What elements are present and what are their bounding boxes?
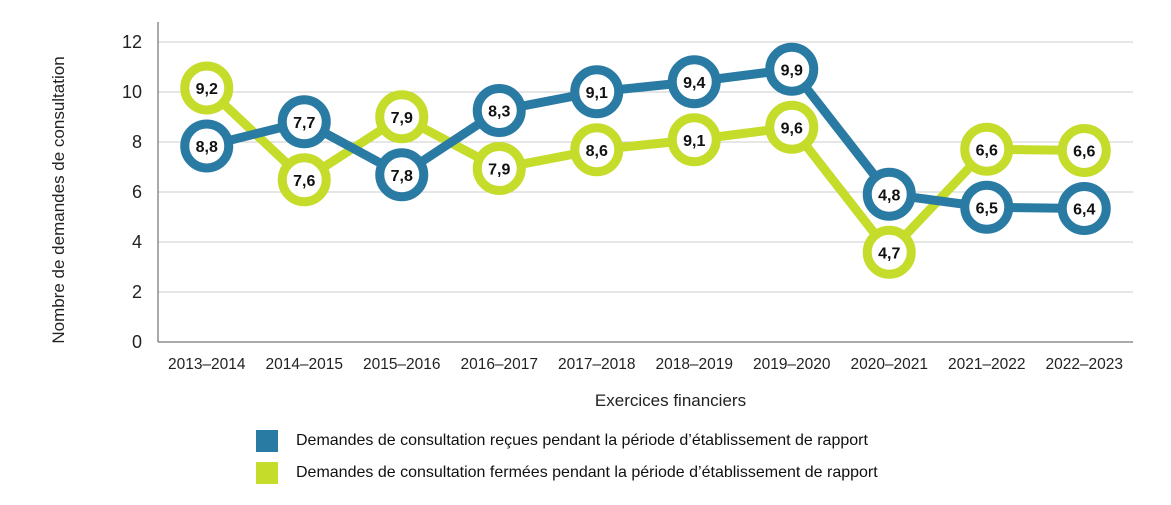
legend-label: Demandes de consultation reçues pendant … xyxy=(296,432,868,449)
y-tick-label: 6 xyxy=(132,182,142,202)
data-label: 6,5 xyxy=(976,200,998,217)
data-label: 8,6 xyxy=(586,143,608,160)
data-point xyxy=(472,84,526,137)
data-point xyxy=(1057,124,1111,177)
data-point xyxy=(472,142,526,195)
data-point xyxy=(862,225,916,279)
legend-item-received: Demandes de consultation reçues pendant … xyxy=(256,430,868,452)
data-point xyxy=(375,90,429,144)
legend-item-closed: Demandes de consultation fermées pendant… xyxy=(256,462,878,484)
y-tick-label: 10 xyxy=(122,82,142,102)
legend-swatch xyxy=(256,430,278,452)
data-label: 7,8 xyxy=(391,168,413,185)
data-label: 7,7 xyxy=(293,115,315,132)
x-tick-label: 2019–2020 xyxy=(753,356,831,373)
x-tick-label: 2022–2023 xyxy=(1045,356,1123,373)
data-point xyxy=(180,119,234,173)
y-tick-label: 0 xyxy=(132,332,142,352)
data-label: 6,6 xyxy=(1073,144,1095,161)
legend-label: Demandes de consultation fermées pendant… xyxy=(296,464,878,481)
data-label: 7,9 xyxy=(488,162,510,179)
x-axis-title: Exercices financiers xyxy=(595,391,746,410)
data-label: 9,2 xyxy=(196,81,218,98)
x-tick-label: 2013–2014 xyxy=(168,356,246,373)
series-line xyxy=(205,64,1085,213)
data-label: 9,6 xyxy=(781,120,803,137)
legend-swatch xyxy=(256,462,278,484)
series-line xyxy=(203,84,1085,260)
data-point xyxy=(667,113,721,167)
data-point xyxy=(862,167,916,221)
data-label: 6,4 xyxy=(1073,202,1095,219)
data-point xyxy=(765,100,819,154)
y-tick-label: 8 xyxy=(132,132,142,152)
data-label: 8,3 xyxy=(488,104,510,121)
data-point xyxy=(375,148,429,202)
x-tick-label: 2017–2018 xyxy=(558,356,636,373)
data-label: 9,4 xyxy=(683,75,705,92)
data-point xyxy=(960,122,1014,176)
data-point xyxy=(277,153,331,207)
x-tick-label: 2021–2022 xyxy=(948,356,1026,373)
x-tick-label: 2014–2015 xyxy=(265,356,343,373)
data-label: 8,8 xyxy=(196,139,218,156)
data-point xyxy=(180,61,234,115)
x-tick-label: 2020–2021 xyxy=(850,356,928,373)
data-label: 9,1 xyxy=(683,133,705,150)
data-point xyxy=(277,95,331,149)
data-point xyxy=(570,65,624,119)
data-label: 4,8 xyxy=(878,187,900,204)
y-tick-label: 2 xyxy=(132,282,142,302)
data-label: 4,7 xyxy=(878,245,900,262)
data-label: 9,1 xyxy=(586,85,608,102)
data-label: 9,9 xyxy=(781,62,803,79)
data-label: 7,6 xyxy=(293,173,315,190)
data-point xyxy=(765,42,819,96)
x-tick-label: 2018–2019 xyxy=(655,356,733,373)
data-point xyxy=(960,180,1014,234)
line-chart: 0 2 4 6 8 10 12 2013–2014 2014–2015 2015–2016 2016… xyxy=(49,22,1133,410)
x-tick-label: 2015–2016 xyxy=(363,356,441,373)
y-tick-label: 4 xyxy=(132,232,142,252)
x-tick-label: 2016–2017 xyxy=(460,356,538,373)
data-point xyxy=(667,55,721,109)
data-point xyxy=(570,123,624,177)
data-label: 6,6 xyxy=(976,142,998,159)
data-point xyxy=(1057,182,1111,235)
y-axis-title: Nombre de demandes de consultation xyxy=(49,56,68,343)
y-tick-label: 12 xyxy=(122,32,142,52)
data-label: 7,9 xyxy=(391,110,413,127)
